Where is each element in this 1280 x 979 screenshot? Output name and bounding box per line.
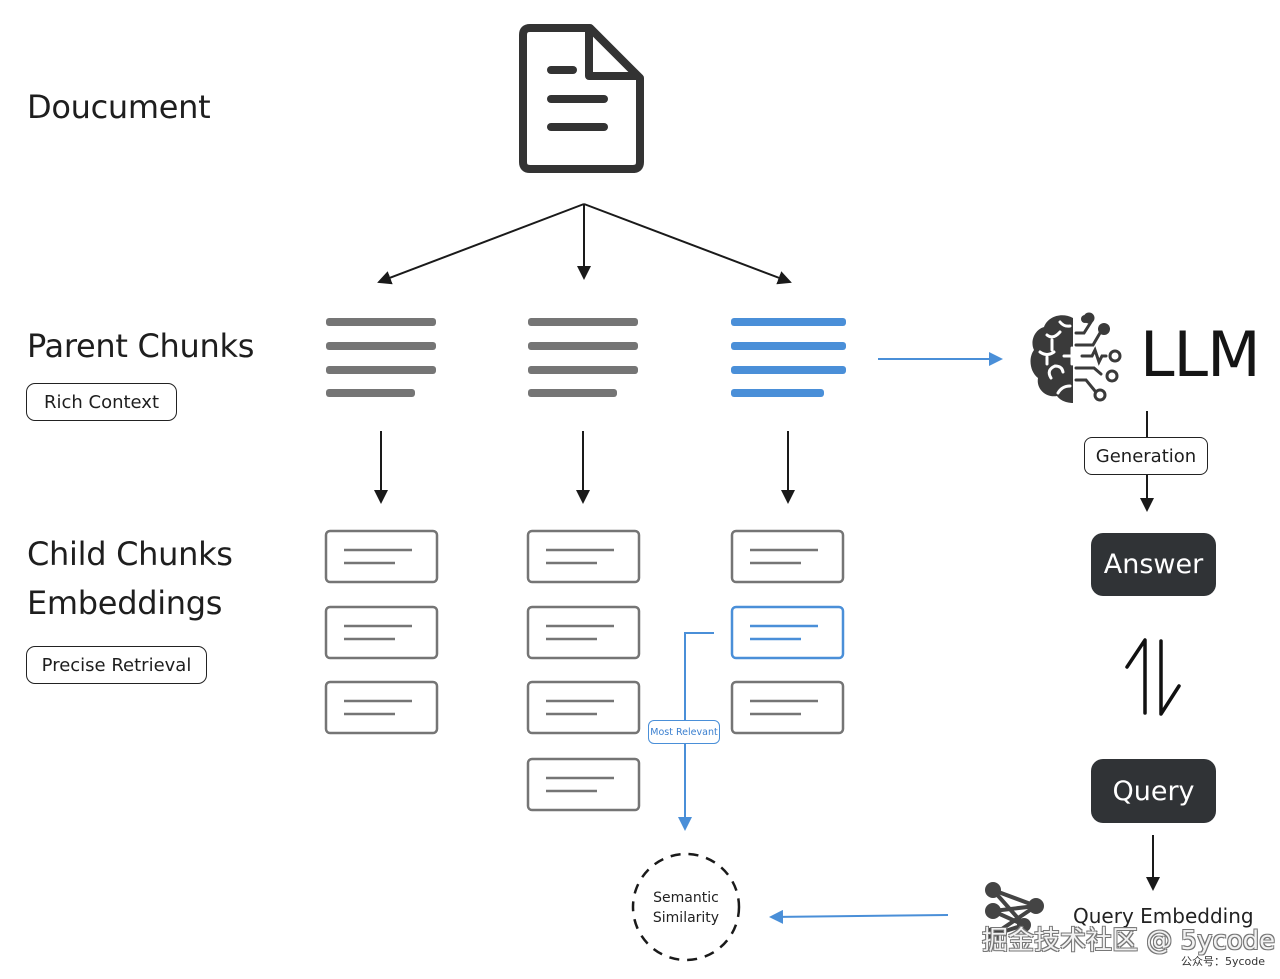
semantic-similarity-line2: Similarity — [652, 910, 720, 926]
parent-chunk-2 — [528, 318, 638, 397]
semantic-similarity-circle — [631, 852, 741, 962]
document-level-label: Doucument — [27, 88, 211, 126]
parent-chunk-line — [528, 389, 617, 397]
arrow-most-relevant — [678, 632, 714, 831]
parent-chunk-line — [528, 366, 638, 374]
parent-chunks-label: Parent Chunks — [27, 327, 255, 365]
parent-to-child-arrows — [374, 431, 795, 504]
arrow-doc-to-parent-3 — [583, 203, 792, 285]
document-to-parents-arrows — [377, 203, 792, 285]
watermark-main: 掘金技术社区 @ 5ycode — [982, 926, 1276, 956]
parent-chunk-line — [731, 318, 846, 326]
parent-chunk-line — [326, 389, 415, 397]
parent-chunk-1 — [326, 318, 436, 397]
parent-chunk-line — [731, 366, 846, 374]
parent-chunk-line — [326, 318, 436, 326]
child-chunk — [526, 529, 641, 584]
query-node: Query — [1091, 759, 1216, 823]
child-chunks-label: Child Chunks — [27, 535, 233, 573]
child-chunk-most-relevant — [730, 605, 845, 660]
parent-chunks — [326, 318, 846, 397]
up-down-arrows-icon — [1125, 638, 1181, 716]
child-chunk — [526, 757, 641, 812]
rich-context-tag: Rich Context — [26, 383, 177, 421]
precise-retrieval-tag: Precise Retrieval — [26, 646, 207, 684]
child-chunk — [526, 605, 641, 660]
most-relevant-edge-label: Most Relevant — [648, 720, 720, 744]
parent-chunk-line — [528, 342, 638, 350]
embeddings-label: Embeddings — [27, 584, 223, 622]
parent-chunk-line — [326, 366, 436, 374]
query-embedding-label: Query Embedding — [1073, 904, 1254, 928]
parent-chunk-line — [731, 342, 846, 350]
parent-chunk-3 — [731, 318, 846, 397]
parent-chunk-line — [731, 389, 824, 397]
parent-chunk-line — [326, 342, 436, 350]
arrow-embedding-to-similarity — [769, 909, 949, 924]
neural-network-icon — [985, 882, 1044, 943]
llm-label: LLM — [1140, 318, 1261, 391]
parent-chunk-line — [528, 318, 638, 326]
semantic-similarity-node: Semantic Similarity — [636, 888, 736, 928]
brain-circuit-icon — [1030, 312, 1122, 403]
child-chunk — [730, 529, 845, 584]
answer-node: Answer — [1091, 533, 1216, 596]
document-icon — [519, 24, 644, 173]
child-chunk — [526, 680, 641, 735]
watermark-sub: 公众号：5ycode — [1181, 955, 1266, 968]
child-chunk — [324, 680, 439, 735]
child-chunk — [730, 680, 845, 735]
child-chunk — [324, 605, 439, 660]
arrow-doc-to-parent-1 — [377, 203, 585, 285]
child-chunk — [324, 529, 439, 584]
semantic-similarity-line1: Semantic — [653, 890, 719, 906]
child-chunks — [324, 529, 845, 812]
generation-edge-label: Generation — [1084, 437, 1208, 475]
